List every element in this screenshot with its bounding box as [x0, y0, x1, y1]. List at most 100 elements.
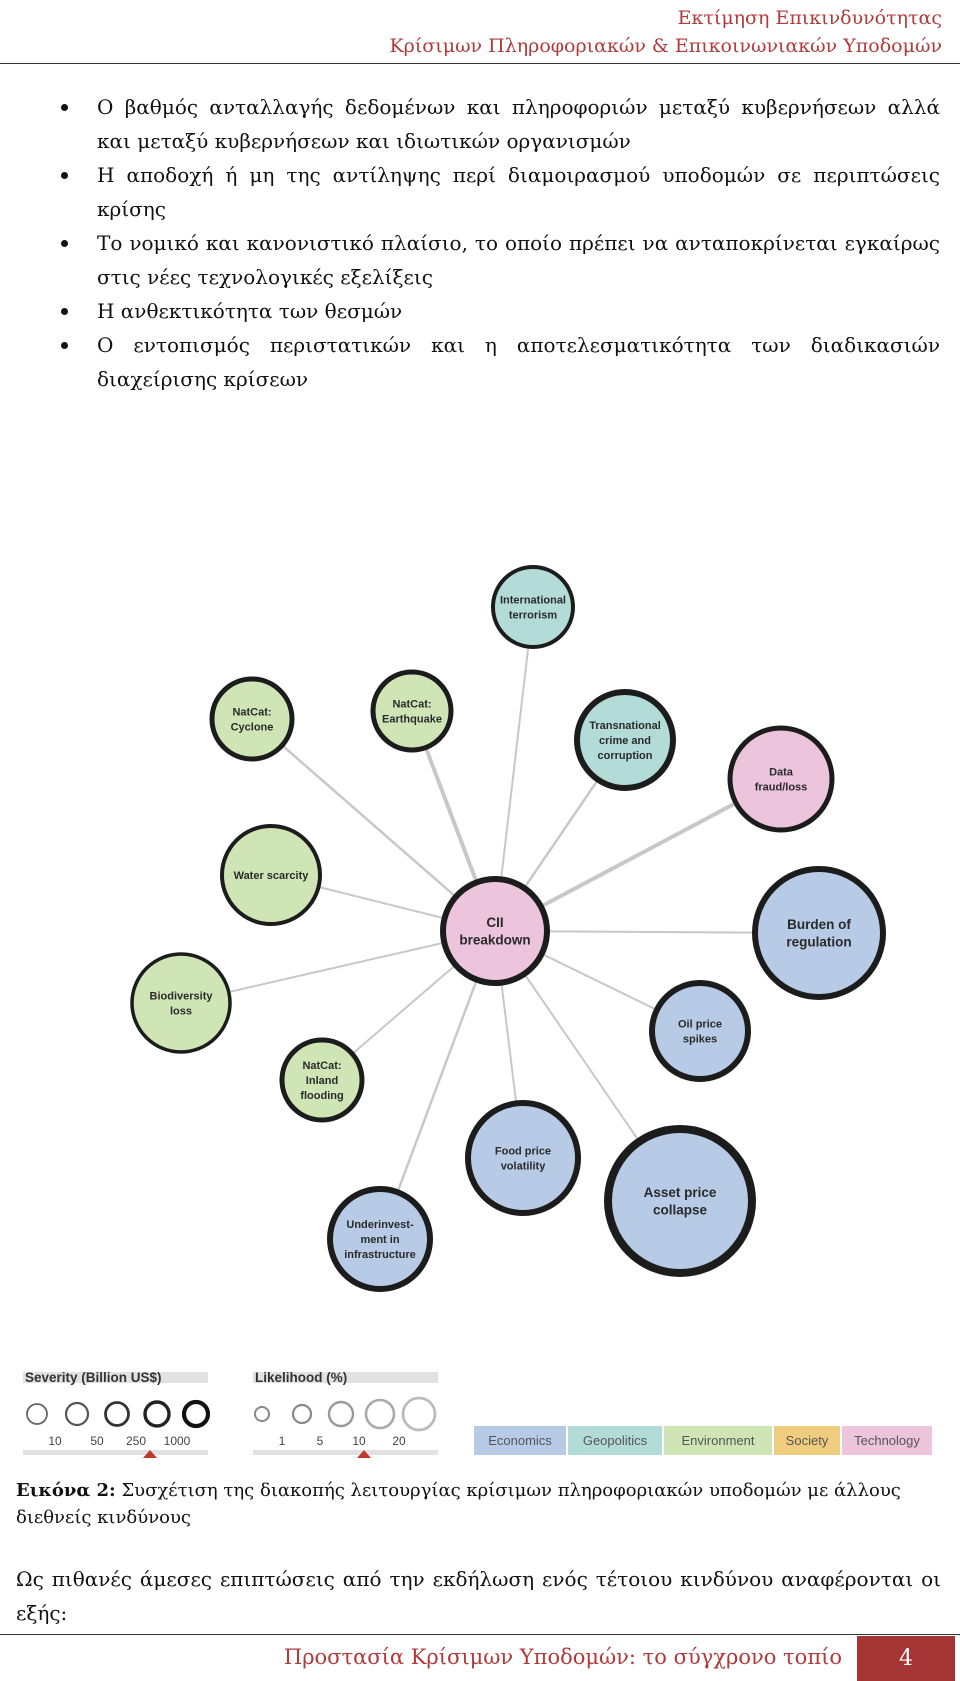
node-label: breakdown [459, 932, 530, 947]
node-burden-of-regulation: Burden of regulation [752, 866, 886, 1000]
caption-text: Συσχέτιση της διακοπής λειτουργίας κρίσι… [16, 1480, 901, 1528]
likelihood-tick-label: 20 [392, 1434, 406, 1448]
node-circle [604, 1125, 756, 1277]
node-label: terrorism [509, 609, 558, 621]
severity-sample-circle [181, 1399, 211, 1429]
severity-tick-label: 10 [48, 1434, 62, 1448]
body-paragraph: Ως πιθανές άμεσες επιπτώσεις από την εκδ… [16, 1567, 941, 1625]
severity-sample-circle [104, 1401, 130, 1427]
bullet-item: Ο βαθμός ανταλλαγής δεδομένων και πληροφ… [55, 90, 940, 158]
bullet-dot-icon [61, 308, 68, 315]
node-label: Cyclone [231, 721, 274, 733]
severity-scale-bar [23, 1450, 208, 1455]
bullet-text: Το νομικό και κανονιστικό πλαίσιο, το οπ… [97, 231, 940, 289]
bullet-item: Ο εντοπισμός περιστατικών και η αποτελεσ… [55, 328, 940, 396]
network-nodes: InternationalterrorismNatCat:CycloneNatC… [130, 565, 886, 1292]
edge-international-terrorism [500, 646, 530, 880]
legend-swatch-geopolitics [568, 1426, 662, 1455]
legend-label-society: Society [786, 1433, 829, 1448]
header-line-2: Κρίσιμων Πληροφοριακών & Επικοινωνιακών … [389, 35, 942, 57]
node-circle [574, 689, 676, 791]
page-header: Εκτίμηση Επικινδυνότητας Κρίσιμων Πληροφ… [389, 4, 942, 60]
legend-swatch-technology [842, 1426, 932, 1455]
node-circle [440, 876, 550, 986]
node-circle [465, 1100, 581, 1216]
bullet-item: Η αποδοχή ή μη της αντίληψης περί διαμοι… [55, 158, 940, 226]
node-label: regulation [786, 934, 851, 949]
node-label: NatCat: [392, 698, 431, 710]
node-label: NatCat: [302, 1060, 341, 1072]
edge-transnational-crime [523, 778, 600, 889]
severity-tick-label: 250 [126, 1434, 146, 1448]
page-number: 4 [857, 1636, 955, 1681]
legend-label-geopolitics: Geopolitics [583, 1433, 648, 1448]
node-circle [279, 1037, 365, 1123]
node-label: Inland [306, 1075, 338, 1087]
node-label: loss [170, 1005, 192, 1017]
node-label: corruption [598, 750, 653, 762]
likelihood-tick-label: 1 [279, 1434, 286, 1448]
header-line-1: Εκτίμηση Επικινδυνότητας [677, 7, 942, 29]
node-circle [752, 866, 886, 1000]
node-label: Transnational [589, 720, 661, 732]
bullet-list: Ο βαθμός ανταλλαγής δεδομένων και πληροφ… [55, 90, 940, 396]
node-label: Water scarcity [234, 870, 310, 882]
node-label: volatility [501, 1160, 547, 1172]
node-label: Burden of [787, 917, 851, 932]
node-label: Asset price [644, 1185, 717, 1200]
edge-underinvestment-infrastructure [396, 979, 478, 1193]
bullet-item: Το νομικό και κανονιστικό πλαίσιο, το οπ… [55, 226, 940, 294]
severity-tick-label: 1000 [164, 1434, 191, 1448]
figure-caption: Εικόνα 2: Συσχέτιση της διακοπής λειτουρ… [16, 1477, 941, 1531]
node-label: International [500, 594, 566, 606]
node-circle [649, 980, 751, 1082]
node-label: spikes [683, 1033, 717, 1045]
likelihood-sample-circle [291, 1403, 313, 1425]
node-circle [220, 824, 322, 926]
likelihood-sample-circle [254, 1406, 270, 1422]
edge-natcat-earthquake [423, 746, 479, 884]
severity-sample-circle [143, 1400, 171, 1428]
legend-swatch-environment [664, 1426, 772, 1455]
caption-label: Εικόνα 2: [16, 1480, 116, 1501]
node-natcat-cyclone: NatCat: Cyclone [209, 676, 295, 762]
network-edges [228, 646, 756, 1193]
node-label: ment in [360, 1234, 399, 1246]
node-label: Biodiversity [150, 990, 214, 1002]
node-natcat-inland-flooding: NatCat: Inland flooding [279, 1037, 365, 1123]
edge-oil-price-spikes [541, 952, 658, 1011]
node-label: NatCat: [232, 706, 271, 718]
node-water-scarcity: Water scarcity [220, 824, 322, 926]
bullet-dot-icon [61, 240, 68, 247]
node-circle [727, 725, 835, 833]
severity-marker-icon [143, 1450, 157, 1458]
node-label: flooding [300, 1090, 343, 1102]
node-circle [209, 676, 295, 762]
legend-label-technology: Technology [854, 1433, 920, 1448]
node-circle [370, 669, 454, 753]
node-label: infrastructure [344, 1249, 416, 1261]
bullet-dot-icon [61, 172, 68, 179]
legend-swatch-economics [474, 1426, 566, 1455]
bullet-dot-icon [61, 342, 68, 349]
node-label: collapse [653, 1202, 708, 1217]
legend-label-environment: Environment [682, 1433, 755, 1448]
likelihood-sample-circle [401, 1396, 437, 1432]
header-rule [0, 63, 960, 64]
likelihood-sample-circle [327, 1400, 355, 1428]
node-label: Earthquake [382, 713, 442, 725]
node-label: CII [486, 915, 503, 930]
node-natcat-earthquake: NatCat: Earthquake [370, 669, 454, 753]
node-circle [130, 952, 232, 1054]
legend-swatch-society [774, 1426, 840, 1455]
severity-sample-circle [64, 1401, 90, 1427]
edge-water-scarcity [318, 885, 445, 920]
edge-natcat-cyclone [281, 744, 457, 898]
edge-asset-price-collapse [523, 973, 641, 1143]
